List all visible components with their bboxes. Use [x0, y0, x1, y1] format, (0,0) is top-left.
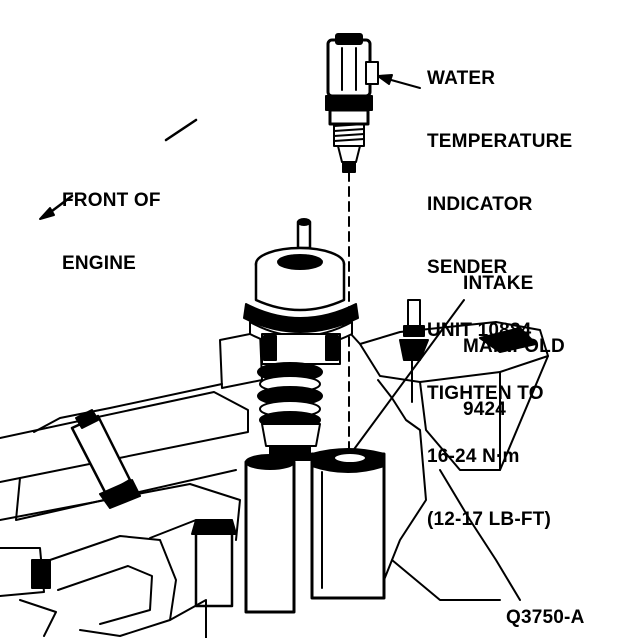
sender-label-line-2: TEMPERATURE	[427, 131, 573, 152]
temperature-sender-unit	[325, 33, 379, 463]
front-label-line-2: ENGINE	[62, 253, 137, 274]
sender-label-line-6: TIGHTEN TO	[427, 383, 544, 404]
intake-manifold	[0, 299, 549, 601]
fuel-line	[0, 519, 207, 638]
sender-label-line-4: SENDER	[427, 257, 508, 278]
intake-label-line-3: 9424	[463, 399, 507, 420]
pressure-regulator	[243, 218, 359, 461]
sender-callout-label: WATER TEMPERATURE INDICATOR SENDER UNIT …	[427, 26, 572, 572]
sender-label-line-3: INDICATOR	[427, 194, 533, 215]
front-label-line-1: FRONT OF	[62, 190, 161, 211]
sender-label-line-1: WATER	[427, 68, 496, 89]
front-of-engine-arrow	[39, 118, 198, 220]
front-of-engine-label: FRONT OF ENGINE	[62, 148, 161, 316]
sender-label-line-8: (12-17 LB-FT)	[427, 509, 551, 530]
sender-leader-arrow	[377, 74, 421, 89]
sender-label-line-7: 16-24 N·m	[427, 446, 520, 467]
intake-manifold-label: INTAKE MANIFOLD 9424	[463, 231, 565, 462]
intake-label-line-2: MANIFOLD	[463, 336, 565, 357]
intake-label-line-1: INTAKE	[463, 273, 534, 294]
manifold-ports	[191, 299, 465, 614]
sender-label-line-5: UNIT 10884	[427, 320, 532, 341]
figure-id: Q3750-A	[506, 607, 585, 628]
